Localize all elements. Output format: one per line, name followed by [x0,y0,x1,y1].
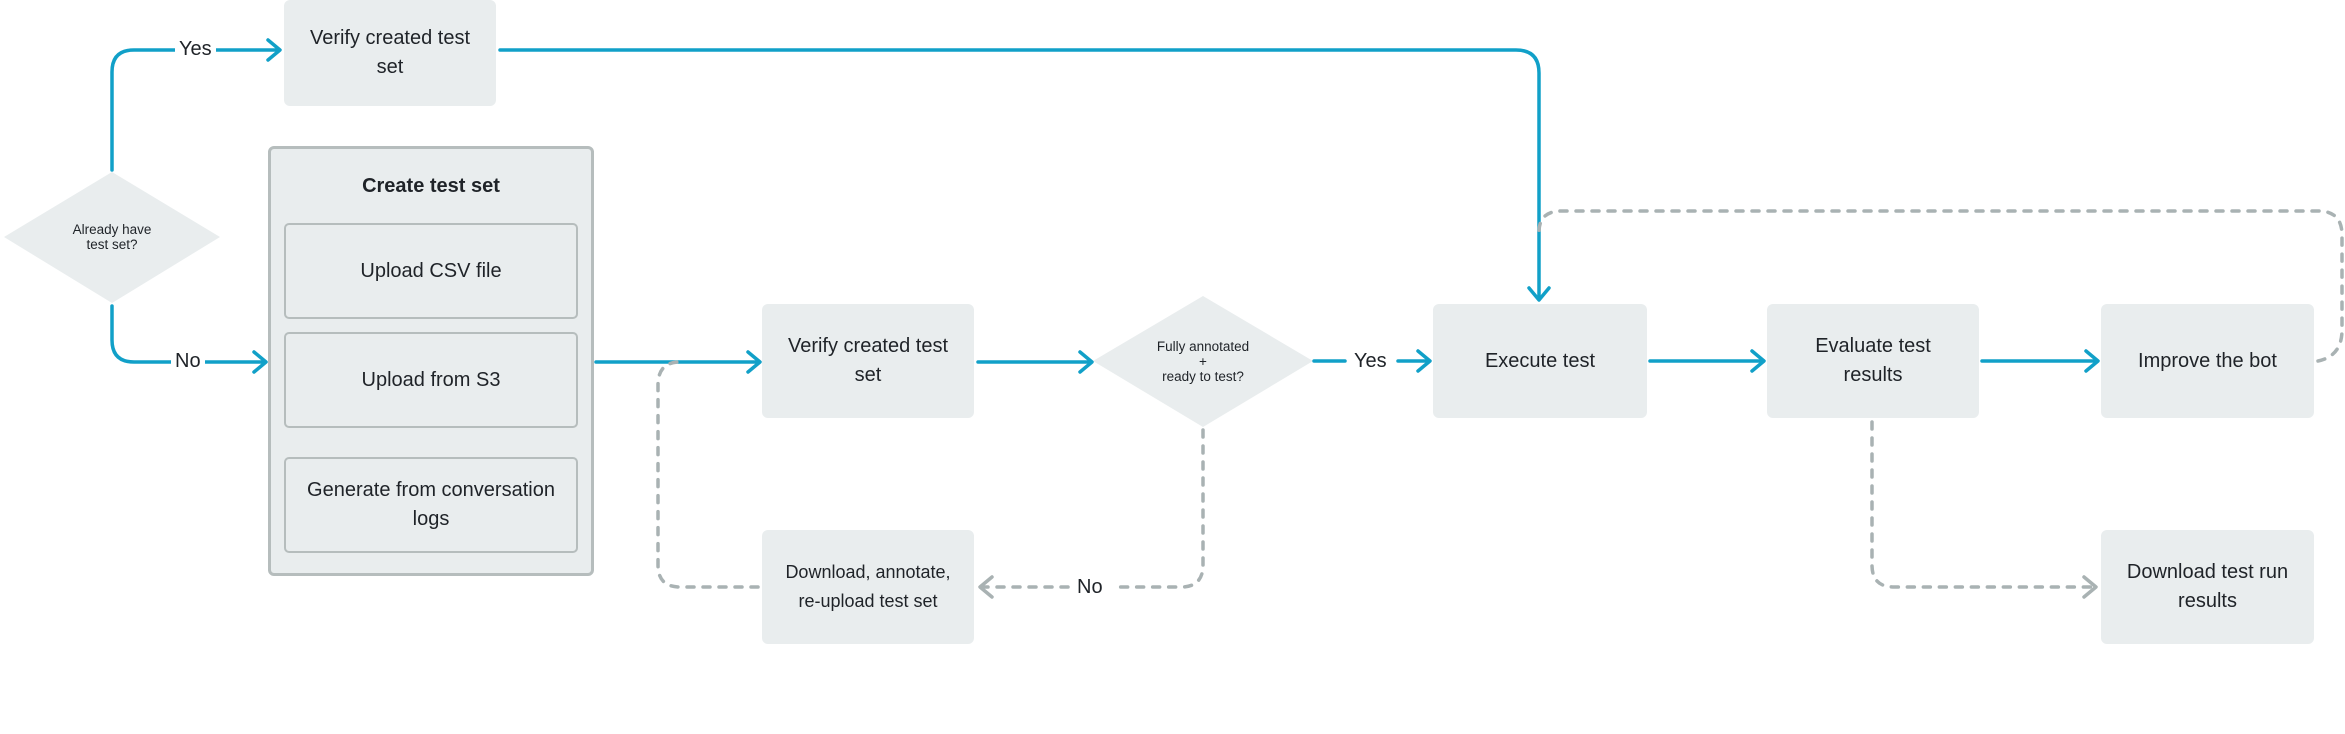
verify-mid-label: Verify created test set [787,335,949,386]
generate-logs-option: Generate from conversation logs [284,457,578,553]
decision-already-have-shape [4,172,220,303]
upload-csv-option: Upload CSV file [284,223,578,319]
edge-label-no-bottom: No [1073,575,1107,599]
decision-fully-annotated-shape [1093,296,1313,427]
arrowhead [978,575,994,599]
decision-fully-annotated-label: Fully annotated + ready to test? [1156,338,1250,384]
verify-created-test-set-mid: Verify created test set [762,304,974,418]
edge-yes-to-verify-top [110,48,280,172]
edge-download-to-verify-mid [656,360,760,589]
arrowhead [2084,349,2100,373]
arrowhead [1527,286,1551,302]
edge-label-yes-mid: Yes [1350,349,1391,373]
download-annotate-reupload: Download, annotate, re-upload test set [762,530,974,644]
generate-logs-label: Generate from conversation logs [307,479,555,530]
improve-label: Improve the bot [2138,349,2277,372]
edge-evaluate-to-download-results [1870,420,2096,589]
arrowhead [252,350,268,374]
arrowhead [2082,575,2098,599]
execute-test-label: Execute test [1484,349,1596,372]
evaluate-label: Evaluate test results [1815,335,1931,386]
arrowhead [746,350,762,374]
edge-no-to-create [110,304,266,364]
download-annotate-label: Download, annotate, re-upload test set [785,562,951,611]
download-test-run-results: Download test run results [2101,530,2314,644]
edge-label-no-left: No [171,349,205,373]
decision-already-have-label: Already have test set? [72,222,152,252]
edge-verify-top-to-execute [498,48,1541,300]
arrowhead [1750,349,1766,373]
verify-created-test-set-top: Verify created test set [284,0,496,106]
upload-s3-label: Upload from S3 [361,368,501,391]
edge-improve-loop [1537,209,2344,363]
arrowhead [1078,350,1094,374]
arrowhead [1416,349,1432,373]
create-test-set-group: Create test set Upload CSV file Upload f… [268,146,594,576]
execute-test: Execute test [1433,304,1647,418]
upload-s3-option: Upload from S3 [284,332,578,428]
evaluate-test-results: Evaluate test results [1767,304,1979,418]
improve-the-bot: Improve the bot [2101,304,2314,418]
create-test-set-title: Create test set [362,175,500,197]
arrowhead [266,38,282,62]
edge-no-to-download [1116,428,1205,589]
verify-top-label: Verify created test set [309,27,471,78]
upload-csv-label: Upload CSV file [360,259,502,282]
edge-label-yes-top: Yes [175,37,216,61]
download-results-label: Download test run results [2126,561,2289,612]
